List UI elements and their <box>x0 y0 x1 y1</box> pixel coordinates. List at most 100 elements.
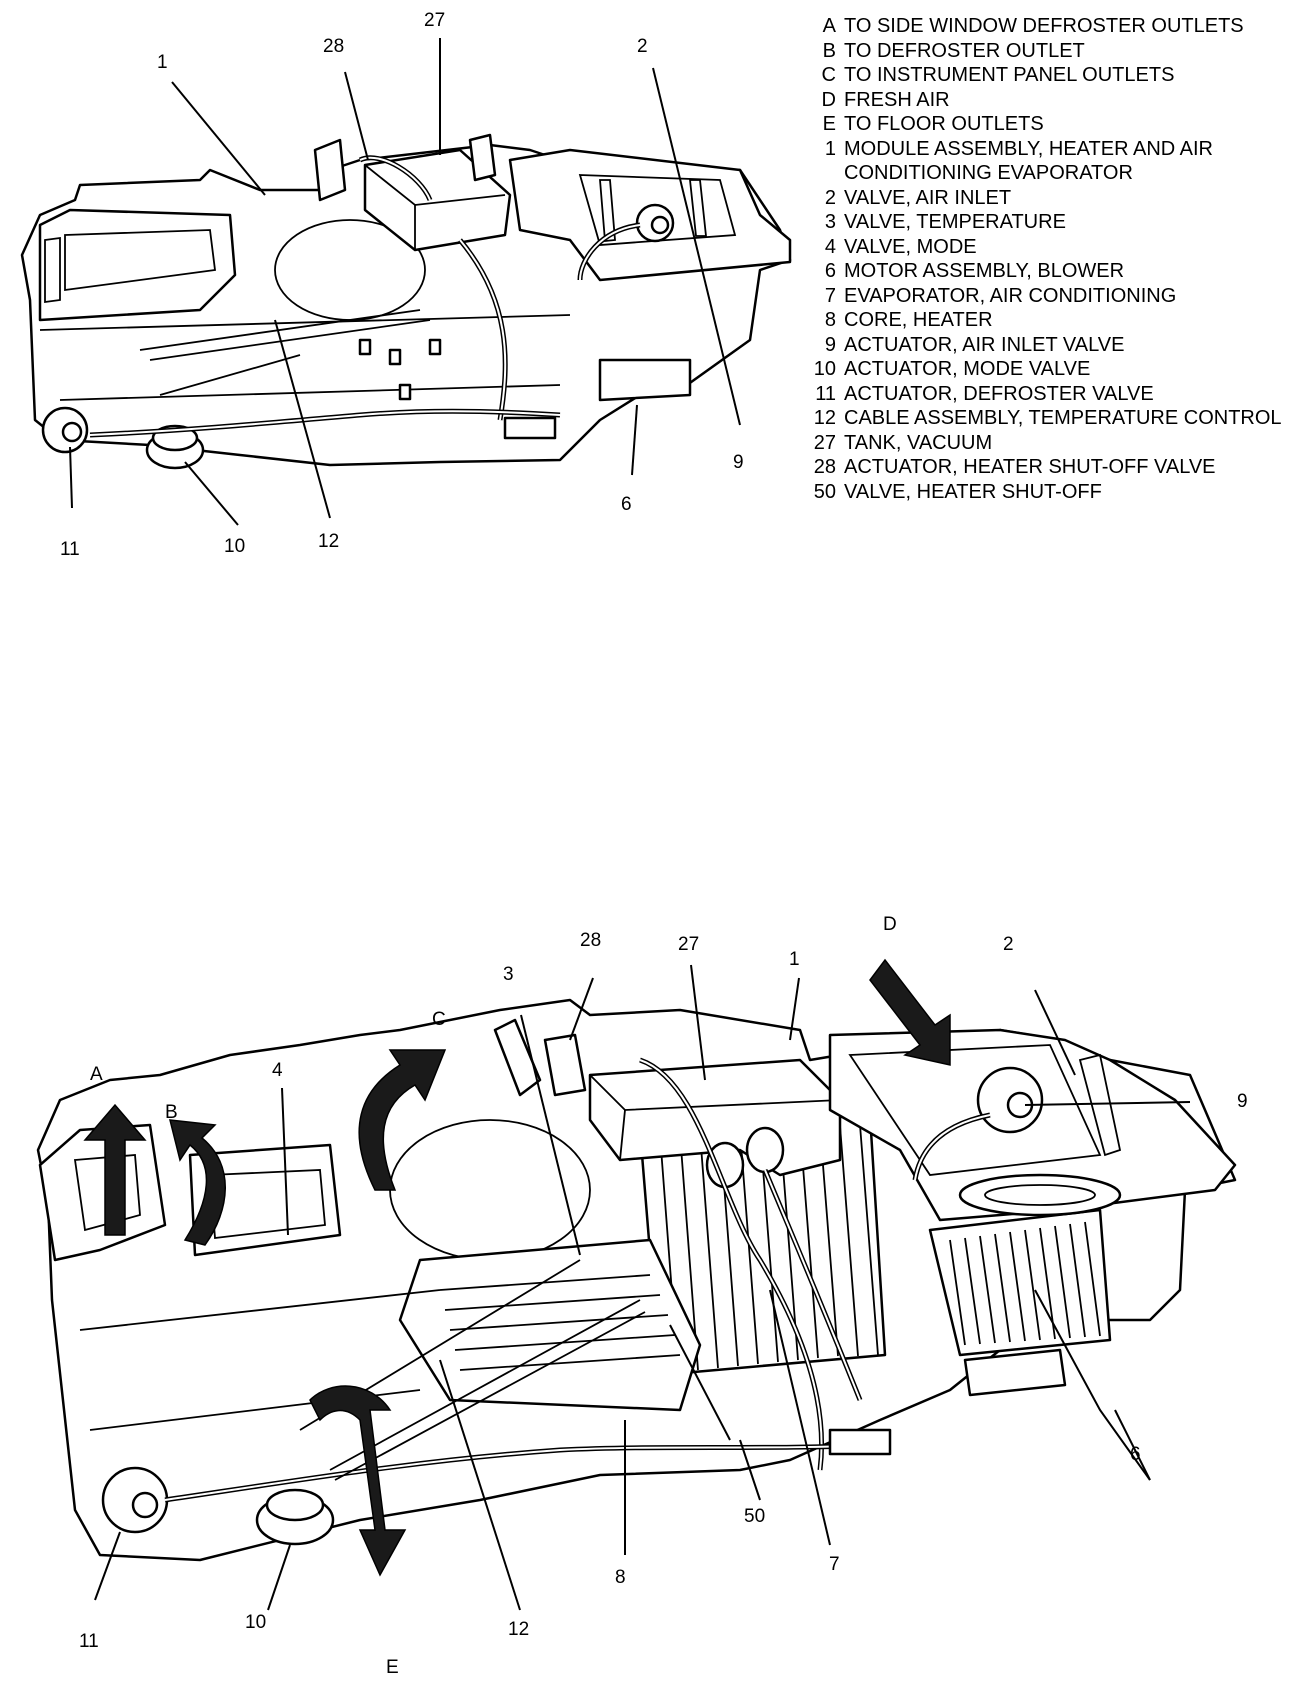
legend-item: 28 ACTUATOR, HEATER SHUT-OFF VALVE <box>810 455 1300 480</box>
arrow-A-icon <box>83 1103 147 1236</box>
legend-item: 6 MOTOR ASSEMBLY, BLOWER <box>810 259 1300 284</box>
bottom-callout-1: 1 <box>789 949 800 970</box>
legend-key: 8 <box>824 309 836 331</box>
top-leader-lines <box>69 38 741 526</box>
top-callout-12: 12 <box>318 531 339 552</box>
legend-key: 10 <box>813 358 836 380</box>
legend-key: 12 <box>813 407 836 429</box>
bottom-callout-6: 6 <box>1130 1444 1141 1465</box>
legend-item: 9 ACTUATOR, AIR INLET VALVE <box>810 333 1300 358</box>
legend-text: TO DEFROSTER OUTLET <box>844 39 1085 62</box>
legend-key: 7 <box>824 284 836 307</box>
bottom-outlet-frame <box>38 1123 167 1262</box>
legend-key: A <box>822 15 836 37</box>
bottom-callout-C: C <box>432 1009 446 1030</box>
bottom-callout-10: 10 <box>245 1612 266 1633</box>
legend-text: VALVE, MODE <box>844 235 977 258</box>
bottom-callout-B: B <box>165 1102 178 1123</box>
top-callout-27: 27 <box>424 10 445 31</box>
top-callout-labels: 1 28 27 2 9 6 11 10 12 <box>60 10 744 560</box>
legend-key: 4 <box>824 235 836 258</box>
top-callout-1: 1 <box>157 52 168 73</box>
legend-text: CORE, HEATER <box>844 309 993 331</box>
legend-text: VALVE, AIR INLET <box>844 186 1012 209</box>
legend-text: TANK, VACUUM <box>844 431 993 454</box>
legend-item: 11 ACTUATOR, DEFROSTER VALVE <box>810 382 1300 407</box>
legend-text: ACTUATOR, MODE VALVE <box>844 358 1091 380</box>
top-callout-6: 6 <box>621 494 632 515</box>
legend-text: ACTUATOR, HEATER SHUT-OFF VALVE <box>844 456 1216 478</box>
bottom-callout-E: E <box>386 1657 399 1678</box>
legend-item: C TO INSTRUMENT PANEL OUTLETS <box>810 63 1300 88</box>
bottom-callout-4: 4 <box>272 1060 283 1081</box>
legend-item: 3 VALVE, TEMPERATURE <box>810 210 1300 235</box>
bottom-callout-A: A <box>90 1064 103 1085</box>
legend-text: VALVE, TEMPERATURE <box>844 211 1066 233</box>
top-callout-28: 28 <box>323 36 344 57</box>
bottom-callout-28: 28 <box>580 930 601 951</box>
bottom-callout-7: 7 <box>829 1554 840 1575</box>
bottom-callout-8: 8 <box>615 1567 626 1588</box>
legend-key: 50 <box>813 480 836 503</box>
legend-key: 9 <box>824 333 836 356</box>
legend-item: 8 CORE, HEATER <box>810 308 1300 333</box>
bottom-callout-11: 11 <box>79 1631 99 1652</box>
top-temperature-cable <box>139 309 431 396</box>
top-callout-10: 10 <box>224 536 245 557</box>
legend-key: 27 <box>813 431 836 454</box>
top-callout-9: 9 <box>733 452 744 473</box>
bottom-flow-arrows <box>83 958 951 1577</box>
legend-key: C <box>821 64 836 86</box>
legend-text: VALVE, HEATER SHUT-OFF <box>844 480 1102 503</box>
top-module-vent-panel <box>38 208 237 322</box>
bottom-blower-wheel-fins <box>949 1221 1101 1346</box>
bottom-callout-D: D <box>883 914 897 935</box>
legend-text: FRESH AIR <box>844 88 950 111</box>
legend-text: TO FLOOR OUTLETS <box>844 113 1044 135</box>
legend-item: A TO SIDE WINDOW DEFROSTER OUTLETS <box>810 14 1300 39</box>
arrow-E-icon <box>309 1385 407 1577</box>
legend-text: MODULE ASSEMBLY, HEATER AND AIR CONDITIO… <box>844 137 1214 185</box>
legend-item: 4 VALVE, MODE <box>810 235 1300 260</box>
bottom-blower-motor <box>928 1208 1112 1357</box>
legend-text: TO SIDE WINDOW DEFROSTER OUTLETS <box>844 15 1244 37</box>
legend-item: 27 TANK, VACUUM <box>810 431 1300 456</box>
legend-key: 1 <box>824 137 836 160</box>
bottom-callout-50: 50 <box>744 1506 765 1527</box>
bottom-module-illustration <box>36 998 1237 1562</box>
arrow-C-icon <box>358 1049 447 1191</box>
bottom-evaporator-fins <box>659 1124 879 1373</box>
legend-item: 10 ACTUATOR, MODE VALVE <box>810 357 1300 382</box>
legend-item: 50 VALVE, HEATER SHUT-OFF <box>810 480 1300 505</box>
legend-key: 3 <box>824 211 836 233</box>
bottom-callout-27: 27 <box>678 934 699 955</box>
top-callout-11: 11 <box>60 539 80 560</box>
legend-text: ACTUATOR, AIR INLET VALVE <box>844 333 1125 356</box>
legend-text: ACTUATOR, DEFROSTER VALVE <box>844 382 1154 405</box>
bottom-leader-lines <box>94 964 1191 1611</box>
legend-item: 7 EVAPORATOR, AIR CONDITIONING <box>810 284 1300 309</box>
arrow-D-icon <box>869 958 951 1066</box>
bottom-callout-9: 9 <box>1237 1091 1248 1112</box>
bottom-callout-12: 12 <box>508 1619 529 1640</box>
legend-key: 28 <box>813 456 836 478</box>
legend-key: D <box>821 88 836 111</box>
legend-key: 6 <box>824 260 836 282</box>
legend-item: D FRESH AIR <box>810 88 1300 113</box>
top-blower-motor <box>598 358 692 402</box>
arrow-B-icon <box>169 1119 226 1246</box>
legend-text: TO INSTRUMENT PANEL OUTLETS <box>844 64 1175 86</box>
legend-key: 11 <box>815 382 836 405</box>
bottom-heater-core <box>398 1238 702 1412</box>
bottom-callout-labels: A B 4 C 3 28 27 1 D 2 9 6 7 50 8 12 10 1… <box>79 914 1248 1678</box>
legend-item: 1 MODULE ASSEMBLY, HEATER AND AIR CONDITI… <box>810 137 1300 186</box>
legend-text: MOTOR ASSEMBLY, BLOWER <box>844 260 1125 282</box>
legend-text: EVAPORATOR, AIR CONDITIONING <box>844 284 1177 307</box>
top-module-illustration <box>20 133 792 470</box>
bottom-callout-2: 2 <box>1003 934 1014 955</box>
